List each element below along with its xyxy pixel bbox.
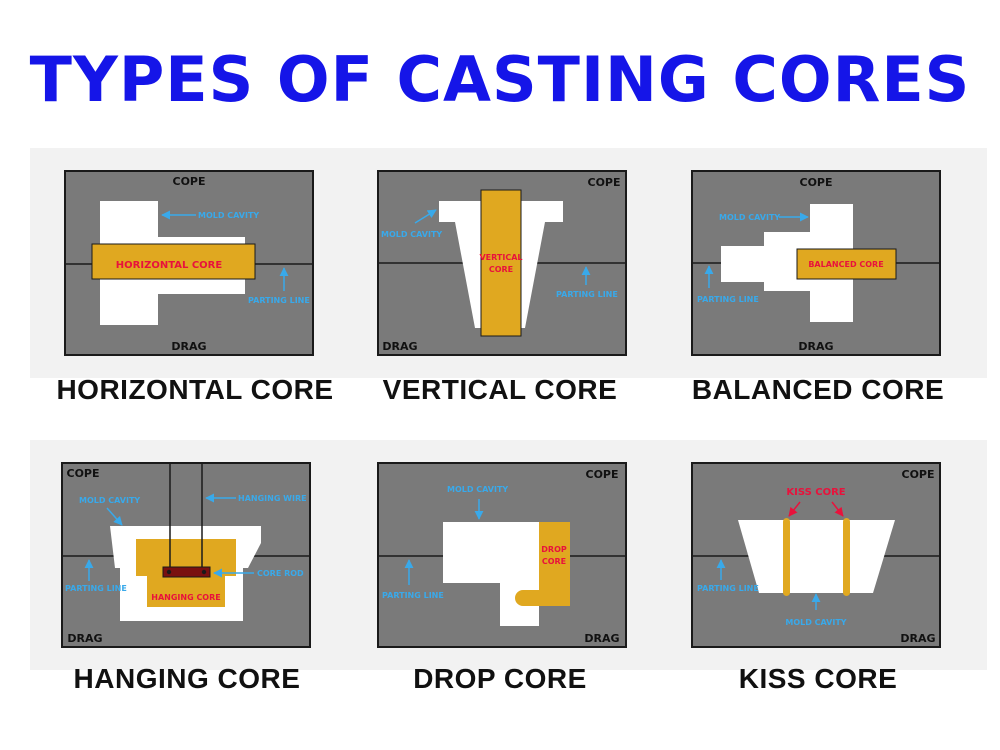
vertical-core [480, 189, 522, 337]
page-title: TYPES OF CASTING CORES [29, 43, 971, 116]
core-rod-label: CORE ROD [257, 569, 304, 578]
cope-label: COPE [800, 176, 833, 189]
kiss-core-left [783, 518, 790, 596]
drag-label: DRAG [171, 340, 206, 353]
drop-core-diagram: DROP CORE COPE DRAG MOLD CAVITY PARTING … [343, 440, 673, 670]
horizontal-core [91, 243, 256, 280]
hanging-core-diagram: HANGING CORE COPE DRAG MOLD CAVITY HANGI… [30, 440, 360, 670]
parting-line-label: PARTING LINE [382, 591, 444, 600]
mold-cavity-label: MOLD CAVITY [198, 211, 259, 220]
caption-hanging-core: HANGING CORE [73, 663, 301, 694]
kiss-core-label: KISS CORE [786, 487, 845, 498]
vertical-core-diagram: VERTICAL CORE COPE DRAG MOLD CAVITY PART… [343, 148, 673, 378]
caption-horizontal-core: HORIZONTAL CORE [56, 374, 334, 405]
horizontal-core-diagram: HORIZONTAL CORE COPE DRAG MOLD CAVITY PA… [30, 148, 360, 378]
balanced-core-diagram: BALANCED CORE COPE DRAG MOLD CAVITY PART… [657, 148, 987, 378]
panel-balanced-core: BALANCED CORE COPE DRAG MOLD CAVITY PART… [657, 148, 987, 383]
core-label-line-1: VERTICAL [479, 253, 522, 262]
core-label-line-2: CORE [489, 265, 513, 274]
cope-label: COPE [588, 176, 621, 189]
caption-vertical-core: VERTICAL CORE [382, 374, 618, 405]
mold-cavity-label: MOLD CAVITY [381, 230, 442, 239]
parting-line-label: PARTING LINE [65, 584, 127, 593]
mold-cavity-label: MOLD CAVITY [785, 618, 846, 627]
core-label-line-2: CORE [542, 557, 566, 566]
cope-label: COPE [173, 175, 206, 188]
parting-line-label: PARTING LINE [697, 584, 759, 593]
mold-cavity-label: MOLD CAVITY [719, 213, 780, 222]
panel-vertical-core: VERTICAL CORE COPE DRAG MOLD CAVITY PART… [343, 148, 673, 383]
parting-line-label: PARTING LINE [697, 295, 759, 304]
caption-kiss-core: KISS CORE [738, 663, 898, 694]
balanced-core [796, 248, 897, 280]
drag-label: DRAG [900, 632, 935, 645]
panel-horizontal-core: HORIZONTAL CORE COPE DRAG MOLD CAVITY PA… [30, 148, 360, 383]
drop-core [515, 522, 570, 606]
panel-hanging-core: HANGING CORE COPE DRAG MOLD CAVITY HANGI… [30, 440, 360, 675]
hanging-wire-label: HANGING WIRE [238, 494, 307, 503]
drag-label: DRAG [798, 340, 833, 353]
mold-cavity [721, 204, 853, 322]
panel-kiss-core: KISS CORE COPE DRAG PARTING LINE MOLD CA… [657, 440, 987, 675]
mold-cavity-label: MOLD CAVITY [79, 496, 140, 505]
core-label: BALANCED CORE [808, 260, 883, 269]
parting-line-label: PARTING LINE [556, 290, 618, 299]
drag-label: DRAG [67, 632, 102, 645]
kiss-core-right [843, 518, 850, 596]
core-label: HANGING CORE [151, 593, 220, 602]
panel-drop-core: DROP CORE COPE DRAG MOLD CAVITY PARTING … [343, 440, 673, 675]
caption-drop-core: DROP CORE [413, 663, 587, 694]
drag-label: DRAG [584, 632, 619, 645]
cope-label: COPE [67, 467, 100, 480]
kiss-core-diagram: KISS CORE COPE DRAG PARTING LINE MOLD CA… [657, 440, 987, 670]
mold-cavity-label: MOLD CAVITY [447, 485, 508, 494]
core-rod [162, 566, 211, 578]
cope-label: COPE [902, 468, 935, 481]
drag-label: DRAG [382, 340, 417, 353]
cope-label: COPE [586, 468, 619, 481]
caption-balanced-core: BALANCED CORE [691, 374, 945, 405]
core-label: HORIZONTAL CORE [116, 260, 223, 271]
parting-line-label: PARTING LINE [248, 296, 310, 305]
core-label-line-1: DROP [541, 545, 567, 554]
mold-cavity [738, 520, 895, 593]
